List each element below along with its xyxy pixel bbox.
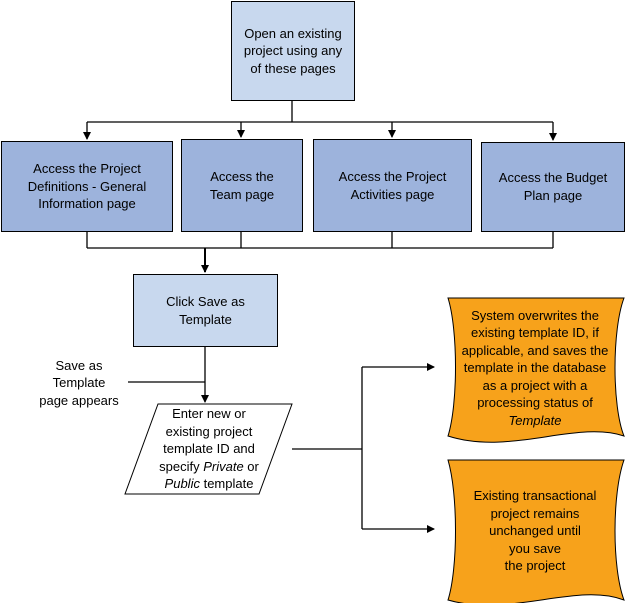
unchanged-line-5: the project xyxy=(504,558,566,574)
access-3-line-2: Activities page xyxy=(350,186,435,202)
enter-line-1: Enter new or xyxy=(172,406,246,422)
enter-line-5: Public template xyxy=(159,475,259,493)
access-1-line-3: Information page xyxy=(38,196,136,212)
save-as-template-step: Click Save as Template xyxy=(133,274,278,347)
overwrite-line-4: template in the database xyxy=(463,360,607,376)
unchanged-line-1: Existing transactional xyxy=(473,488,597,504)
overwrite-line-1: System overwrites the xyxy=(471,307,599,323)
access-project-definitions: Access the Project Definitions - General… xyxy=(1,141,173,232)
access-4-line-1: Access the Budget xyxy=(498,170,608,186)
overwrite-line-6: processing status of xyxy=(477,395,593,411)
access-budget-plan: Access the Budget Plan page xyxy=(481,142,625,232)
enter-private-term: Private xyxy=(203,458,244,474)
start-step: Open an existing project using any of th… xyxy=(231,1,355,101)
enter-line-3: template ID and xyxy=(163,441,255,457)
access-1-line-2: Definitions - General xyxy=(27,178,147,194)
start-line-3: of these pages xyxy=(250,60,336,76)
access-1-line-1: Access the Project xyxy=(33,161,141,177)
access-3-line-1: Access the Project xyxy=(338,168,447,184)
enter-line-4-pre: specify xyxy=(159,458,204,474)
overwrite-line-5: as a project with a xyxy=(482,377,588,393)
start-line-2: project using any xyxy=(243,43,343,59)
access-4-line-2: Plan page xyxy=(523,188,583,203)
enter-line-5-post: template xyxy=(199,476,254,492)
unchanged-line-3: unchanged until xyxy=(489,523,581,539)
access-team-page: Access the Team page xyxy=(181,139,303,232)
result-unchanged-shape xyxy=(447,459,625,603)
access-project-activities: Access the Project Activities page xyxy=(313,139,472,232)
overwrite-line-2: existing template ID, if xyxy=(471,325,599,341)
overwrite-line-7: Template xyxy=(462,412,609,430)
unchanged-line-4: you save xyxy=(508,540,562,556)
save-line-2: Template xyxy=(179,311,232,327)
start-line-1: Open an existing xyxy=(244,25,342,41)
result-overwrite-shape xyxy=(447,297,625,443)
template-status-term: Template xyxy=(508,412,562,428)
unchanged-line-2: project remains xyxy=(490,505,580,521)
note-line-1: Save as xyxy=(55,357,103,373)
save-as-template-note: Save as Template page appears xyxy=(30,357,128,409)
overwrite-line-3: applicable, and saves the xyxy=(461,342,609,358)
enter-public-term: Public xyxy=(164,476,200,492)
result-unchanged-text: Existing transactional project remains u… xyxy=(450,476,620,586)
note-line-3: page appears xyxy=(39,392,119,408)
enter-line-4-post: or xyxy=(243,458,259,474)
enter-line-2: existing project xyxy=(165,423,253,439)
access-2-line-1: Access the xyxy=(210,168,274,184)
save-line-1: Click Save as xyxy=(166,293,245,309)
result-overwrite-text: System overwrites the existing template … xyxy=(450,308,620,428)
enter-step-shape xyxy=(124,403,293,495)
enter-line-4: specify Private or xyxy=(159,458,259,476)
access-2-line-2: Team page xyxy=(209,186,275,202)
note-line-2: Template xyxy=(52,375,106,391)
enter-step-text: Enter new or existing project template I… xyxy=(143,404,275,494)
